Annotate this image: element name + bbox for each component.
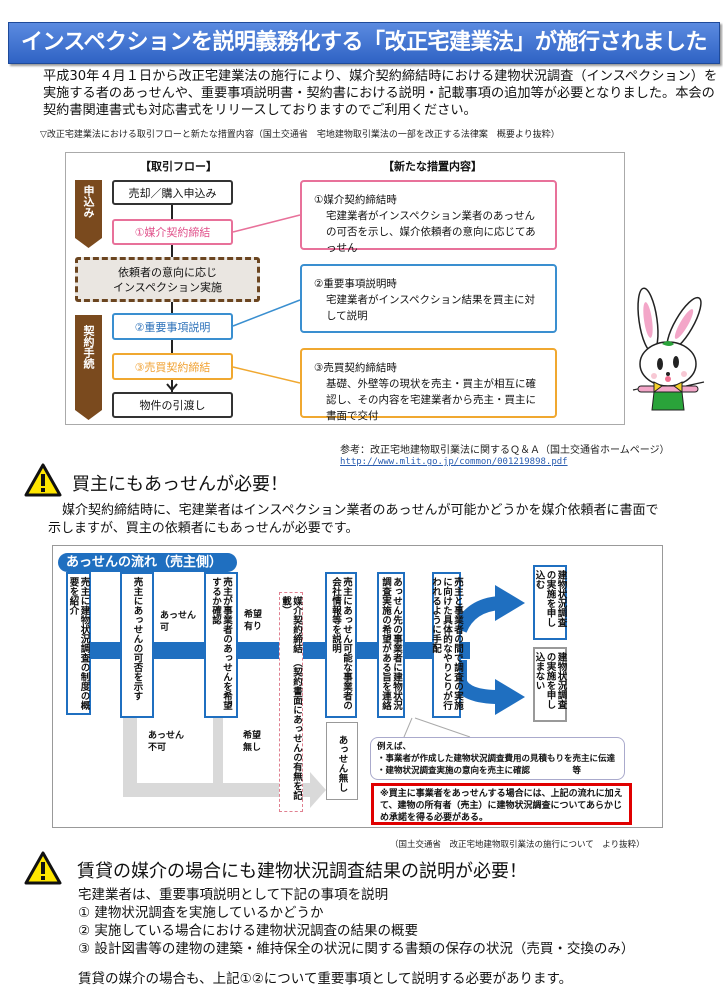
measure-title: ①媒介契約締結時 xyxy=(314,194,397,206)
step-text: 売主に建物状況調査の制度の概要を紹介 xyxy=(67,577,90,710)
step-inspection-line2: インスペクション実施 xyxy=(112,280,222,294)
mediation-step-2: 売主にあっせんの可否を示す xyxy=(120,572,154,718)
example-item: ・事業者が作成した建物状況調査費用の見積もりを売主に伝達 xyxy=(377,754,616,764)
mediation-arrows xyxy=(66,585,525,808)
result-not-apply: 建物状況調査の実施を申し込まない xyxy=(533,647,567,722)
flow-caption: ▽改正宅建業法における取引フローと新たな措置内容（国土交通省 宅地建物取引業法の… xyxy=(40,130,560,140)
step-text: 売主と事業者の間で調査の実施に向けた具体的なやりとりが行われるように手配 xyxy=(430,577,463,710)
result-apply: 建物状況調査の実施を申し込む xyxy=(533,565,567,640)
mediation-step-5: あっせん先の事業者に建物状況調査実施の希望がある旨を連絡 xyxy=(377,572,405,718)
step-text: 売主にあっせんの可否を示す xyxy=(131,577,143,701)
section1-body: 媒介契約締結時に、宅建業者はインスペクション業者のあっせんが可能かどうかを媒介依… xyxy=(48,503,659,536)
section2-lead: 宅建業者は、重要事項説明として下記の事項を説明 xyxy=(78,887,389,903)
measure-title: ③売買契約締結時 xyxy=(314,362,397,374)
note-box: ※買主に事業者をあっせんする場合には、上記の流れに加えて、建物の所有者（売主）に… xyxy=(371,783,632,825)
mediation-step-contract: 媒介契約締結 （契約書面にあっせんの有無を記載） xyxy=(279,592,303,812)
section2-item-3: ③ 設計図書等の建物の建築・維持保全の状況に関する書類の保存の状況（売買・交換の… xyxy=(78,941,635,957)
step-explanation: ②重要事項説明 xyxy=(112,313,233,340)
warning-icon xyxy=(24,463,62,497)
step-text: 媒介契約締結 （契約書面にあっせんの有無を記載） xyxy=(280,596,302,801)
no-mediation-box: あっせん無し xyxy=(326,722,358,800)
label-mediation-ok: あっせん可 xyxy=(160,611,197,633)
step-handover: 物件の引渡し xyxy=(112,392,233,418)
mediation-step-1: 売主に建物状況調査の制度の概要を紹介 xyxy=(66,572,91,715)
section2-footer: 賃貸の媒介の場合も、上記①②について重要事項として説明する必要があります。 xyxy=(78,971,573,987)
intro-paragraph: 平成30年４月１日から改正宅建業法の施行により、媒介契約締結時における建物状況調… xyxy=(43,69,718,118)
measure-body: 宅建業者がインスペクション業者のあっせんの可否を示し、媒介依頼者の意向に応じてあ… xyxy=(326,210,536,254)
step-brokerage: ①媒介契約締結 xyxy=(112,219,233,245)
step-text: 売主が事業者のあっせんを希望するか確認 xyxy=(210,577,232,710)
result-text: 建物状況調査の実施を申し込む xyxy=(533,570,567,627)
phase-apply-label: 申込み xyxy=(82,185,95,218)
mediation-flow-figure xyxy=(52,545,663,828)
warning-icon xyxy=(24,851,62,885)
flow-left-heading: 【取引フロー】 xyxy=(140,160,217,173)
mediation-header: あっせんの流れ（売主側） xyxy=(58,553,237,572)
mediation-step-3: 売主が事業者のあっせんを希望するか確認 xyxy=(204,572,238,718)
step-apply: 売却／購入申込み xyxy=(112,180,233,205)
result-text: 建物状況調査の実施を申し込まない xyxy=(533,652,567,709)
measure-sale: ③売買契約締結時 基礎、外壁等の現状を売主・買主が相互に確認し、その内容を宅建業… xyxy=(300,348,557,422)
flow-band xyxy=(66,642,470,659)
step-text: あっせん先の事業者に建物状況調査実施の希望がある旨を連絡 xyxy=(380,577,402,710)
rabbit-mascot-illustration xyxy=(632,287,705,411)
phase-arrow-apply xyxy=(75,180,102,248)
example-item: ・建物状況調査実施の意向を売主に確認 等 xyxy=(377,766,582,776)
measure-brokerage: ①媒介契約締結時 宅建業者がインスペクション業者のあっせんの可否を示し、媒介依頼… xyxy=(300,180,557,254)
section2-item-1: ① 建物状況調査を実施しているかどうか xyxy=(78,905,324,921)
example-callout: 例えば、 ・事業者が作成した建物状況調査費用の見積もりを売主に伝達 ・建物状況調… xyxy=(370,737,625,780)
example-title: 例えば、 xyxy=(377,742,412,752)
measure-body: 宅建業者がインスペクション結果を買主に対して説明 xyxy=(326,294,536,322)
label-want: 希望有り xyxy=(244,610,263,632)
step-inspection: 依頼者の意向に応じ インスペクション実施 xyxy=(75,257,260,302)
section2-item-2: ② 実施している場合における建物状況調査の結果の概要 xyxy=(78,923,418,939)
page-title: インスペクションを説明義務化する「改正宅建業法」が施行されました xyxy=(8,22,720,64)
phase-contract-label: 契約手続 xyxy=(82,325,95,369)
label-no-want: 希望無し xyxy=(243,731,262,753)
no-mediation-text: あっせん無し xyxy=(336,735,348,792)
section1-heading: 買主にもあっせんが必要！ xyxy=(72,474,288,495)
section2-heading: 賃貸の媒介の場合にも建物状況調査結果の説明が必要！ xyxy=(77,861,527,882)
mediation-step-6: 売主と事業者の間で調査の実施に向けた具体的なやりとりが行われるように手配 xyxy=(430,572,463,718)
step-text: 売主にあっせん可能な事業者の会社情報等を説明 xyxy=(330,577,352,710)
mediation-source: （国土交通省 改正宅地建物取引業法の施行について より抜粋） xyxy=(390,840,645,850)
transaction-flow-figure xyxy=(65,152,625,425)
measure-title: ②重要事項説明時 xyxy=(314,278,397,290)
reference-text: 参考：改正宅地建物取引業法に関するＱ＆Ａ（国土交通省ホームページ） xyxy=(340,445,670,456)
measure-explanation: ②重要事項説明時 宅建業者がインスペクション結果を買主に対して説明 xyxy=(300,264,557,333)
mediation-step-4: 売主にあっせん可能な事業者の会社情報等を説明 xyxy=(325,572,357,718)
step-inspection-line1: 依頼者の意向に応じ xyxy=(118,265,217,279)
flow-right-heading: 【新たな措置内容】 xyxy=(383,160,482,173)
phase-arrow-contract xyxy=(75,315,102,420)
step-sale: ③売買契約締結 xyxy=(112,353,233,380)
label-mediation-ng: あっせん不可 xyxy=(148,731,185,753)
measure-body: 基礎、外壁等の現状を売主・買主が相互に確認し、その内容を宅建業者から売主・買主に… xyxy=(326,378,536,422)
reference-link[interactable]: http://www.mlit.go.jp/common/001219898.p… xyxy=(340,457,568,467)
